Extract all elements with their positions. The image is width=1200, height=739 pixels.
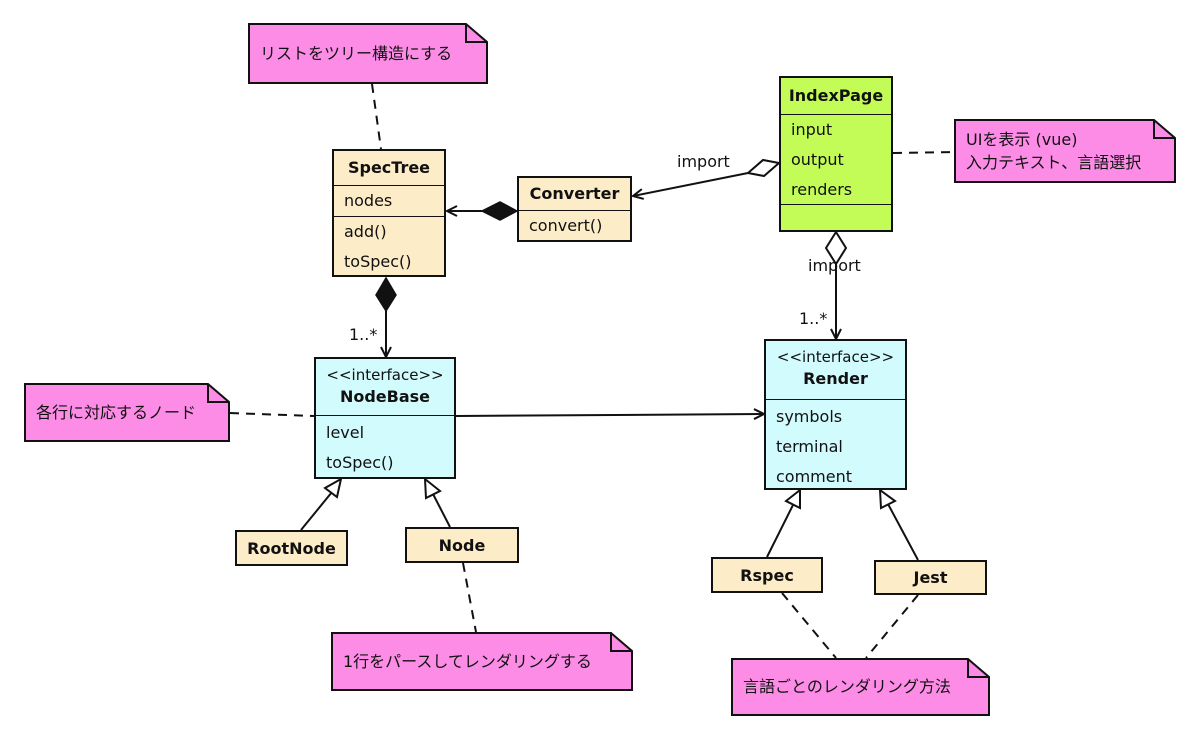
render-note-text: 言語ごとのレンダリング方法 [743, 677, 951, 696]
jest-generalization-line [887, 503, 919, 561]
render-attr-symbols: symbols [776, 407, 843, 426]
node-generalization-line [432, 493, 451, 528]
indexpage-attributes: input output renders [781, 114, 891, 204]
multiplicity-label-render: 1..* [799, 309, 828, 328]
import-label-render: import [808, 256, 861, 275]
render-class-name: Render [803, 369, 868, 388]
node-note-link [462, 562, 477, 633]
indexpage-note-line2: 入力テキスト、言語選択 [966, 153, 1142, 172]
indexpage-attr-renders: renders [791, 180, 853, 199]
note-shape [731, 658, 990, 716]
rspec-note-link [781, 592, 837, 659]
indexpage-note-line1: UIを表示 (vue) [966, 130, 1078, 149]
note-shape [248, 23, 488, 84]
indexpage-attr-input: input [791, 120, 833, 139]
rootnode-generalization-line [300, 491, 333, 531]
rspec-class[interactable]: Rspec [711, 557, 823, 593]
import-label-converter: import [677, 152, 730, 171]
jest-note-link [865, 594, 919, 659]
nodebase-member-tospec: toSpec() [326, 453, 394, 472]
rspec-generalization-triangle [784, 487, 801, 510]
nodebase-class-name: NodeBase [339, 387, 431, 406]
spectree-note-link [371, 83, 382, 150]
indexpage-note: UIを表示 (vue) 入力テキスト、言語選択 [954, 119, 1176, 183]
render-attr-terminal: terminal [776, 437, 843, 456]
spectree-method-add: add() [344, 222, 387, 241]
spectree-class-name: SpecTree [347, 158, 431, 177]
nodebase-header: <<interface>> NodeBase [316, 359, 454, 415]
indexpage-aggregation-diamond [745, 158, 782, 178]
indexpage-class-name: IndexPage [788, 86, 884, 105]
node-generalization-triangle [423, 476, 442, 500]
render-stereotype: <<interface>> [776, 348, 895, 366]
nodebase-note-link [229, 412, 315, 417]
render-attr-comment: comment [776, 467, 853, 486]
node-note-text: 1行をパースしてレンダリングする [343, 651, 592, 671]
spectree-class[interactable]: SpecTree nodes add() toSpec() [332, 149, 446, 277]
spectree-note: リストをツリー構造にする [248, 23, 488, 84]
node-note: 1行をパースしてレンダリングする [331, 632, 633, 691]
converter-class-name: Converter [529, 184, 620, 203]
rspec-generalization-line [766, 504, 794, 558]
render-header: <<interface>> Render [766, 341, 905, 399]
nodebase-note: 各行に対応するノード [24, 383, 230, 442]
nodebase-stereotype: <<interface>> [326, 366, 444, 384]
note-shape [954, 119, 1176, 183]
spectree-attr-nodes: nodes [344, 191, 393, 210]
rootnode-class[interactable]: RootNode [235, 530, 348, 566]
indexpage-class[interactable]: IndexPage input output renders [779, 76, 893, 232]
note-shape [24, 383, 230, 442]
rootnode-generalization-triangle [323, 477, 343, 499]
indexpage-methods [781, 204, 891, 213]
indexpage-attr-output: output [791, 150, 844, 169]
spectree-methods: add() toSpec() [334, 216, 444, 277]
render-interface[interactable]: <<interface>> Render symbols terminal co… [764, 339, 907, 490]
jest-class[interactable]: Jest [874, 560, 987, 595]
converter-composition-diamond [480, 201, 519, 221]
converter-method-convert: convert() [529, 216, 603, 235]
jest-generalization-triangle [878, 487, 897, 510]
spectree-attributes: nodes [334, 185, 444, 216]
nodebase-render-link [455, 414, 764, 416]
spectree-method-tospec: toSpec() [344, 252, 412, 271]
note-shape [331, 632, 633, 691]
nodebase-members: level toSpec() [316, 415, 454, 480]
converter-class[interactable]: Converter convert() [517, 176, 632, 242]
render-note: 言語ごとのレンダリング方法 [731, 658, 990, 716]
converter-methods: convert() [519, 210, 630, 241]
node-class[interactable]: Node [405, 527, 519, 563]
indexpage-converter-link [633, 172, 749, 196]
nodebase-note-text: 各行に対応するノード [36, 402, 197, 422]
spectree-composition-diamond [375, 276, 397, 313]
nodebase-member-level: level [326, 423, 365, 442]
multiplicity-label-nodebase: 1..* [349, 325, 378, 344]
spectree-note-text: リストをツリー構造にする [260, 43, 453, 63]
render-attributes: symbols terminal comment [766, 399, 905, 494]
nodebase-interface[interactable]: <<interface>> NodeBase level toSpec() [314, 357, 456, 479]
indexpage-note-link [892, 151, 955, 154]
